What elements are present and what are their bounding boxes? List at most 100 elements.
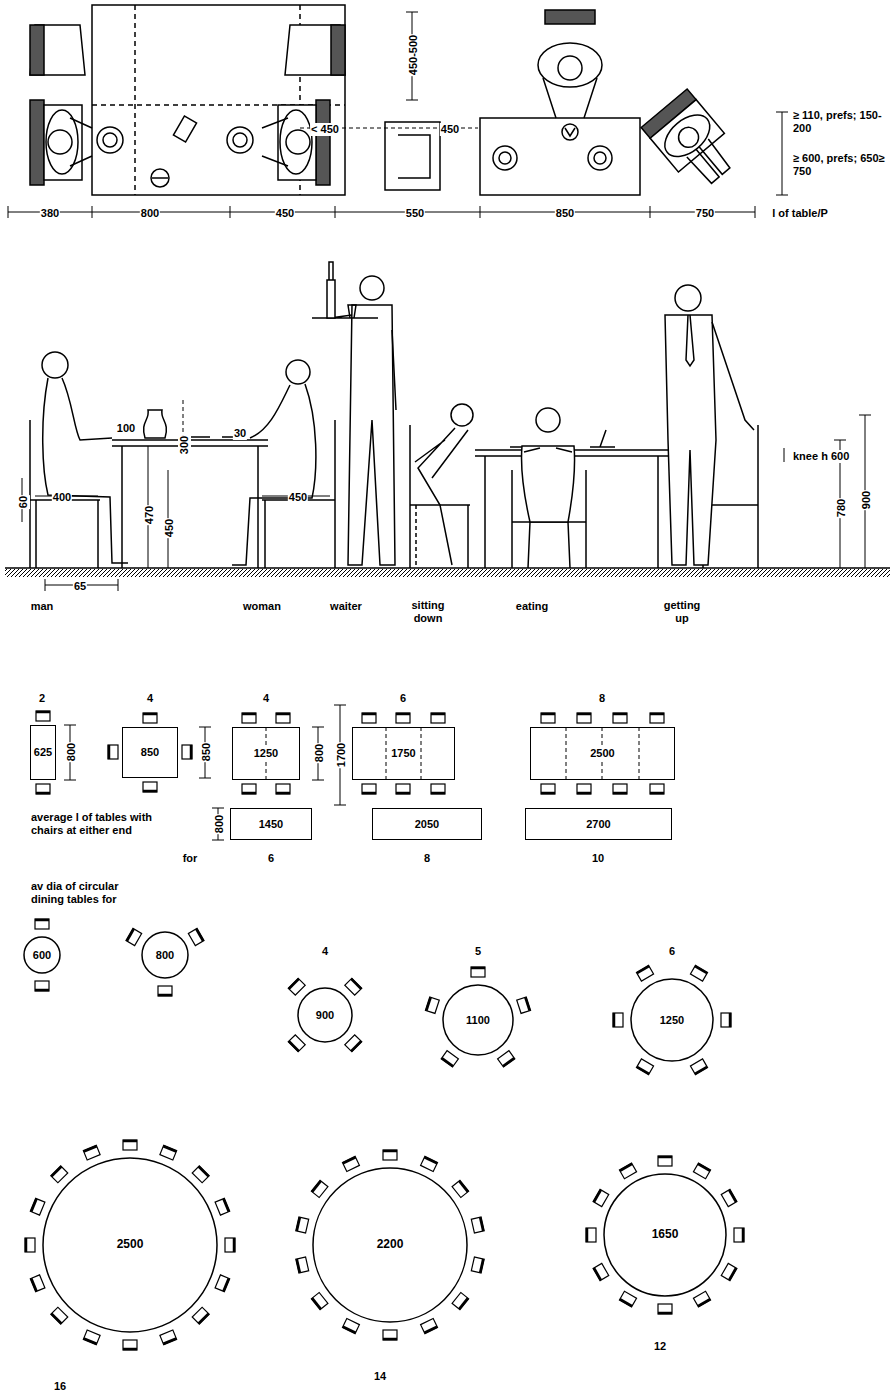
chair-symbol: [192, 1166, 209, 1183]
chair-plan: [30, 25, 85, 75]
person-plan: [650, 100, 724, 172]
chair-symbol: [225, 1238, 235, 1252]
chair-symbol: [541, 784, 555, 794]
chair-symbol: [223, 1199, 228, 1212]
chair-symbol: [276, 792, 290, 795]
chair-symbol: [742, 1228, 745, 1242]
chair-elevation: [262, 420, 335, 568]
dimension-line: [8, 212, 755, 213]
dimension-line: [784, 415, 871, 568]
table-dimension: 2500: [116, 1238, 145, 1251]
chair-symbol: [471, 1257, 484, 1273]
table-plan: [480, 118, 640, 195]
chair-symbol: [658, 1304, 672, 1314]
chair-symbol: [36, 711, 50, 714]
table-dimension: 2050: [414, 818, 440, 830]
chair-symbol: [471, 1217, 484, 1233]
note-label: ≥ 110, prefs; 150-200: [792, 109, 892, 134]
chair-symbol: [296, 1217, 309, 1233]
dimension-label: 60: [13, 495, 31, 509]
chair-symbol: [362, 713, 376, 716]
dimension-line: [22, 400, 871, 591]
dimension-label: 800: [213, 814, 226, 834]
table-dimension: 1250: [659, 1014, 685, 1026]
count-label: 4: [262, 692, 270, 705]
chair-symbol: [160, 1330, 177, 1345]
count-label: 2: [38, 688, 46, 706]
caption-label: man: [30, 596, 55, 614]
chair-symbol: [158, 994, 172, 997]
chair-symbol: [721, 1263, 737, 1280]
chair-symbol: [276, 784, 290, 794]
caption-label: woman: [242, 596, 282, 614]
dashed-line: [135, 5, 300, 195]
chair-symbol: [351, 979, 361, 989]
dimension-label: 450-500: [403, 34, 421, 76]
chair-plan: [385, 10, 595, 190]
chair-symbol: [182, 745, 192, 759]
person-elevation: [665, 315, 716, 565]
chair-symbol: [441, 1051, 458, 1067]
chair-symbol: [223, 1278, 228, 1291]
chair-symbol: [362, 784, 376, 794]
chair-symbol: [182, 745, 192, 759]
chair-symbol: [36, 711, 50, 721]
chair-symbol: [541, 713, 555, 723]
chair-symbol: [215, 1275, 230, 1292]
chair-symbol: [693, 1291, 710, 1307]
chair-symbol: [577, 784, 591, 794]
chair-symbol: [52, 1167, 62, 1177]
chair-symbol: [650, 713, 664, 716]
dimension-label: 750: [695, 207, 715, 220]
table-dimension: 2500: [589, 747, 615, 759]
count-label: 5: [474, 941, 482, 959]
count-label: 10: [591, 852, 605, 865]
chair-symbol: [421, 1319, 438, 1334]
chair-symbol: [345, 1035, 362, 1052]
chair-symbol: [84, 1338, 97, 1343]
person-plan: [687, 139, 732, 185]
chair-symbol: [593, 1189, 609, 1206]
chair-symbol: [297, 1259, 300, 1273]
tableware: [151, 169, 169, 187]
chair-plan: [316, 100, 330, 185]
chair-symbol: [83, 1330, 100, 1345]
chair-symbol: [425, 997, 439, 1013]
chair-symbol: [225, 1238, 235, 1252]
chair-symbol: [199, 1167, 209, 1177]
dimension-label: 30: [233, 423, 247, 441]
dimension-label: l of table/P: [771, 207, 829, 220]
count-label: 8: [598, 692, 606, 705]
note-label: average l of tables with chairs at eithe…: [30, 811, 165, 836]
chair-symbol: [619, 1163, 636, 1179]
chair-symbol: [35, 981, 49, 991]
person-elevation: [451, 404, 473, 426]
chair-symbol: [613, 784, 627, 794]
tableware: [499, 152, 511, 164]
plan-view: [8, 5, 788, 218]
chair-symbol: [342, 1319, 359, 1334]
table-elevation: [144, 410, 167, 438]
caption-label: man: [30, 600, 55, 613]
dimension-label: 300: [174, 435, 192, 455]
chair-symbol: [242, 713, 256, 723]
person-plan: [286, 130, 310, 154]
person-plan: [70, 118, 92, 166]
elevation-view: [5, 262, 890, 591]
chair-symbol: [30, 1275, 45, 1292]
chair-plan: [30, 25, 345, 185]
chair-symbol: [586, 1228, 596, 1242]
chair-symbol: [636, 1059, 653, 1075]
table-outline: [24, 937, 60, 973]
note-label: average l of tables with chairs at eithe…: [30, 811, 165, 838]
floor-hatch: [5, 569, 890, 577]
dimension-label: 470: [143, 505, 156, 525]
chair-symbol: [421, 1156, 438, 1171]
dimension-label: 30: [233, 427, 247, 440]
chair-symbol: [613, 713, 627, 723]
chair-symbol: [276, 713, 290, 716]
dimension-label: 100: [116, 418, 136, 436]
chair-symbol: [577, 713, 591, 723]
table-rect: 1250: [232, 727, 300, 780]
table-rect: 625: [30, 725, 56, 780]
